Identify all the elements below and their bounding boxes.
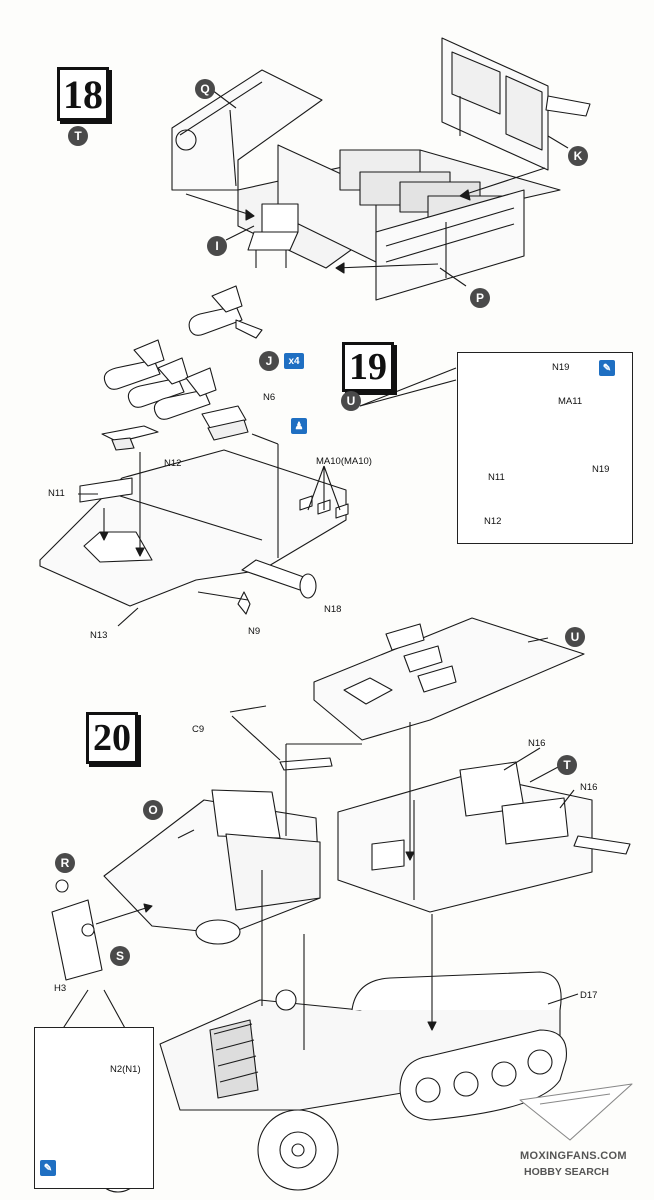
label-n13: N13 (90, 630, 108, 641)
decal-icon: ♟ (291, 418, 307, 434)
inset19-label-ma11: MA11 (558, 396, 583, 407)
watermark-plane-logo (519, 1083, 633, 1141)
glue-icon: ✎ (40, 1160, 56, 1176)
part-callout-j: J (259, 351, 279, 371)
label-ma10: MA10(MA10) (316, 456, 372, 467)
step18-body-drawing (171, 37, 591, 301)
part-callout-q: Q (195, 79, 215, 99)
part-callout-p: P (470, 288, 490, 308)
part-callout-i: I (207, 236, 227, 256)
part-callout-t: T (557, 755, 577, 775)
glue-icon: ✎ (599, 360, 615, 376)
label-d17: D17 (580, 990, 598, 1001)
watermark-site: MOXINGFANS.COM (520, 1150, 627, 1162)
step20-vehicle-drawing (51, 617, 631, 1191)
inset20-label-n2: N2(N1) (110, 1064, 141, 1075)
label-n18: N18 (324, 604, 342, 615)
step-number-19: 19 (342, 342, 394, 392)
label-n16-right: N16 (580, 782, 598, 793)
inset19-label-n12: N12 (484, 516, 502, 527)
label-c9: C9 (192, 724, 205, 735)
step-number-18: 18 (57, 67, 109, 121)
step19-badge: U (341, 391, 361, 411)
label-n12: N12 (164, 458, 182, 469)
label-h3: H3 (54, 983, 67, 994)
label-n16-top: N16 (528, 738, 546, 749)
step19-rockets-drawing (39, 285, 457, 627)
inset19-label-n11: N11 (488, 472, 505, 483)
step18-badge: T (68, 126, 88, 146)
step-number-20: 20 (86, 712, 138, 764)
part-callout-k: K (568, 146, 588, 166)
label-n11: N11 (48, 488, 65, 499)
part-callout-r: R (55, 853, 75, 873)
label-n6: N6 (263, 392, 276, 403)
watermark-hobby: HOBBY SEARCH (524, 1166, 609, 1178)
label-n9: N9 (248, 626, 261, 637)
inset19-label-n19-bottom: N19 (592, 464, 610, 475)
part-callout-s: S (110, 946, 130, 966)
inset19-label-n19-top: N19 (552, 362, 570, 373)
multiplier-badge: x4 (284, 353, 304, 369)
part-callout-u: U (565, 627, 585, 647)
inset-step19 (457, 352, 633, 544)
part-callout-o: O (143, 800, 163, 820)
